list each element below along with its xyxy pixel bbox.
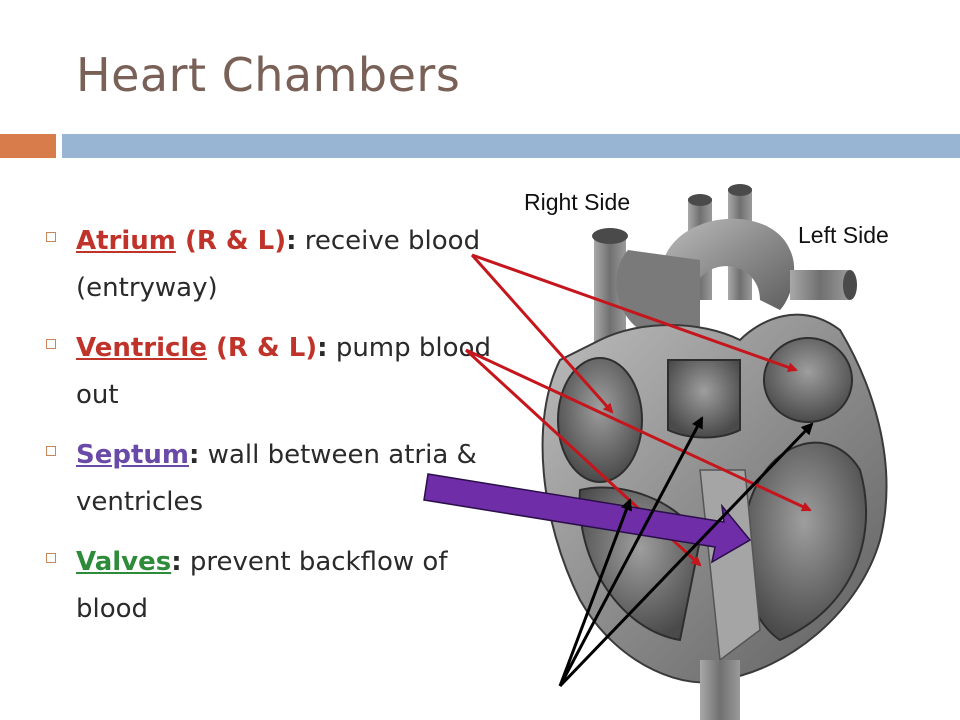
term-valves: Valves xyxy=(76,547,172,577)
bullet-valves: Valves: prevent backflow of blood xyxy=(42,539,502,633)
pulmonary-valve xyxy=(667,359,741,439)
bullet-square-icon xyxy=(46,446,56,456)
accent-bar-orange xyxy=(0,134,56,158)
bullet-ventricle: Ventricle (R & L): pump blood out xyxy=(42,325,502,419)
accent-bar-blue xyxy=(62,134,960,158)
definition-ventricle: pump blood out xyxy=(76,333,491,410)
bullet-septum: Septum: wall between atria & ventricles xyxy=(42,432,502,526)
great-vessels xyxy=(592,184,857,380)
bullet-square-icon xyxy=(46,339,56,349)
septum-wall xyxy=(699,469,761,662)
descending-aorta xyxy=(700,660,740,720)
definition-valves: prevent backflow of blood xyxy=(76,547,448,624)
bullet-atrium: Atrium (R & L): receive blood (entryway) xyxy=(42,218,502,312)
term-septum: Septum xyxy=(76,440,190,470)
septum-arrow xyxy=(423,473,752,564)
term-ventricle: Ventricle xyxy=(76,333,207,363)
term-atrium: Atrium xyxy=(76,226,176,256)
left-atrium xyxy=(763,337,853,423)
bullet-square-icon xyxy=(46,553,56,563)
right-side-label: Right Side xyxy=(524,189,631,215)
qualifier-atrium: (R & L) xyxy=(175,226,287,256)
definition-septum: wall between atria & ventricles xyxy=(76,440,477,517)
right-atrium xyxy=(557,357,643,483)
qualifier-ventricle: (R & L) xyxy=(206,333,318,363)
valve-arrows xyxy=(558,416,814,688)
bullet-square-icon xyxy=(46,232,56,242)
definition-atrium: receive blood (entryway) xyxy=(76,226,481,303)
left-side-label: Left Side xyxy=(798,222,889,248)
bullet-list: Atrium (R & L): receive blood (entryway)… xyxy=(42,218,502,646)
slide-title: Heart Chambers xyxy=(76,48,461,102)
